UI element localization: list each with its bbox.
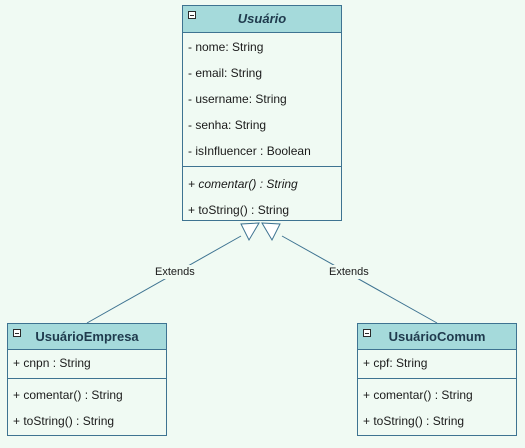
class-usuario-empresa[interactable]: UsuárioEmpresa + cnpn : String + comenta…: [7, 323, 167, 436]
class-usuario-comum-attributes: + cpf: String: [358, 350, 516, 379]
class-usuario-comum-methods: + comentar() : String + toString() : Str…: [358, 379, 516, 434]
method-comentar: + comentar() : String: [13, 388, 123, 402]
class-usuario-empresa-attributes: + cnpn : String: [8, 350, 166, 379]
method-comentar: + comentar() : String: [363, 388, 473, 402]
attribute-email: - email: String: [188, 66, 263, 80]
extends-label-right: Extends: [328, 265, 370, 279]
extends-line-comum: [281, 235, 438, 324]
class-usuario-methods: + comentar() : String + toString() : Str…: [183, 167, 341, 223]
class-name: Usuário: [237, 11, 287, 26]
attribute-senha: - senha: String: [188, 118, 267, 132]
collapse-icon[interactable]: [13, 329, 21, 337]
class-usuario-empresa-header[interactable]: UsuárioEmpresa: [8, 324, 166, 350]
method-tostring: + toString() : String: [13, 414, 115, 428]
attribute-username: - username: String: [188, 92, 287, 106]
extends-label-left: Extends: [154, 265, 196, 279]
method-tostring: + toString() : String: [188, 203, 290, 217]
class-usuario-empresa-methods: + comentar() : String + toString() : Str…: [8, 379, 166, 434]
class-name: UsuárioComum: [388, 329, 486, 344]
attribute-nome: - nome: String: [188, 40, 264, 54]
inheritance-arrowhead-right: [261, 222, 281, 242]
inheritance-arrowhead-left: [240, 222, 260, 242]
collapse-icon[interactable]: [188, 11, 196, 19]
class-usuario-comum[interactable]: UsuárioComum + cpf: String + comentar() …: [357, 323, 517, 436]
collapse-icon[interactable]: [363, 329, 371, 337]
class-usuario-attributes: - nome: String - email: String - usernam…: [183, 33, 341, 167]
attribute-isinfluencer: - isInfluencer : Boolean: [188, 144, 311, 158]
attribute-cpf: + cpf: String: [363, 356, 428, 370]
extends-line-empresa: [86, 235, 242, 324]
class-usuario-header[interactable]: Usuário: [183, 6, 341, 33]
class-usuario-comum-header[interactable]: UsuárioComum: [358, 324, 516, 350]
class-usuario[interactable]: Usuário - nome: String - email: String -…: [182, 5, 342, 221]
class-name: UsuárioEmpresa: [35, 329, 139, 344]
method-comentar: + comentar() : String: [188, 177, 298, 191]
attribute-cnpn: + cnpn : String: [13, 356, 91, 370]
method-tostring: + toString() : String: [363, 414, 465, 428]
